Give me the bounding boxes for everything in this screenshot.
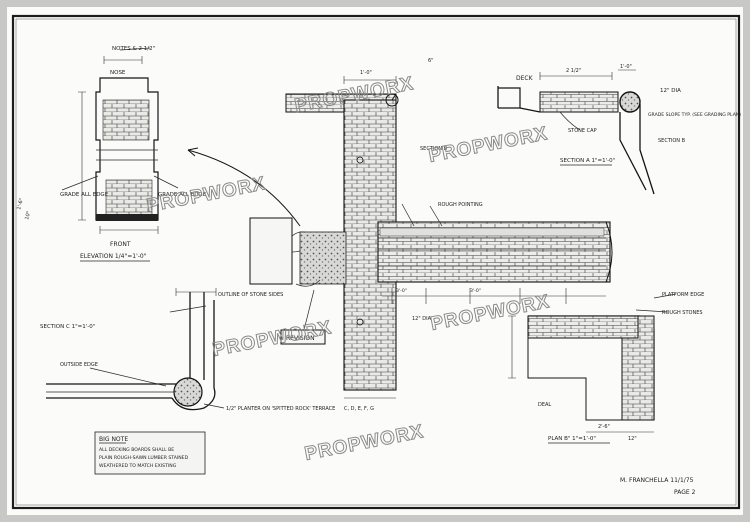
big-note-line1: ALL DECKING BOARDS SHALL BE [99, 447, 174, 453]
label-section-c: SECTION C 1"=1'-0" [40, 324, 95, 330]
label-outside-edge: OUTSIDE EDGE [60, 362, 98, 368]
big-note-box: BIG NOTE ALL DECKING BOARDS SHALL BE PLA… [94, 431, 206, 475]
label-grade-left: GRADE ALL EDGE [60, 192, 109, 198]
label-grade-right: GRADE ALL EDGE [158, 192, 207, 198]
label-rough-stones: ROUGH STONES [662, 310, 703, 316]
signature: M. FRANCHELLA 11/1/75 [620, 477, 694, 484]
label-margin-note-2: 10" [24, 211, 32, 221]
label-front: FRONT [110, 241, 131, 248]
big-note-line3: WEATHERED TO MATCH EXISTING [99, 463, 177, 469]
big-note-line2: PLAIN ROUGH-SAWN LUMBER STAINED [99, 455, 189, 461]
label-plan-dim-right: 6" [428, 58, 433, 64]
label-rough-pointing: ROUGH POINTING [438, 202, 483, 208]
watermark-3: PROPWORX [427, 123, 550, 167]
label-plan-dim-top: 1'-0" [360, 70, 372, 76]
reference-arrow [187, 149, 301, 227]
label-outline-stones: OUTLINE OF STONE SIDES [218, 292, 283, 298]
plan-view [249, 76, 613, 399]
label-dim-2-1-2: 2 1/2" [566, 68, 581, 74]
watermark-6: PROPWORX [303, 421, 426, 465]
sheet-border [11, 14, 741, 510]
label-slope-note: GRADE SLOPE TYP. (SEE GRADING PLAN) [648, 112, 741, 118]
label-platform-edge: PLATFORM EDGE [662, 292, 704, 298]
plan-b-detail [508, 293, 677, 433]
label-deal: DEAL [538, 402, 551, 408]
label-plan-dim-a: 3'-0" [396, 288, 407, 294]
section-c-detail [46, 288, 217, 411]
label-plan-dia: 12" DIA [412, 316, 432, 322]
label-planter-note: 1/2" PLANTER ON 'SPITTED ROCK' TERRACE [226, 406, 335, 412]
label-deck: DECK [516, 75, 534, 82]
big-note-title: BIG NOTE [99, 436, 128, 443]
label-margin-note: 1'-6" [16, 198, 25, 211]
label-plan-section: SECTION B [420, 146, 448, 152]
label-nose: NOSE [110, 70, 126, 76]
page-label: PAGE 2 [674, 489, 696, 496]
label-dim-1-0: 1'-0" [620, 64, 632, 70]
watermark-2: PROPWORX [145, 173, 268, 217]
label-stone-cap: STONE CAP [568, 128, 597, 134]
label-dim-2-6: 2'-6" [598, 424, 610, 430]
label-plan-b: PLAN B" 1"=1'-0" [548, 436, 596, 442]
reference-box: REVISION [280, 289, 326, 345]
label-elevation-title: ELEVATION 1/4"=1'-0" [80, 253, 147, 260]
label-plan-dim-b: 3'-0" [470, 288, 481, 294]
label-dim-12: 12" [628, 436, 637, 442]
label-dia-12: 12" DIA [660, 88, 681, 94]
label-edge-marks: C, D, E, F, G [344, 406, 374, 412]
label-reference: REVISION [286, 335, 315, 342]
elevation-detail [61, 47, 179, 234]
section-a-detail [497, 69, 655, 195]
label-section-b: SECTION B [658, 138, 686, 144]
label-notes-top: NOTES & 2 1/2" [112, 46, 155, 52]
watermark-4: PROPWORX [211, 317, 334, 361]
label-section-a: SECTION A 1"=1'-0" [560, 158, 615, 164]
